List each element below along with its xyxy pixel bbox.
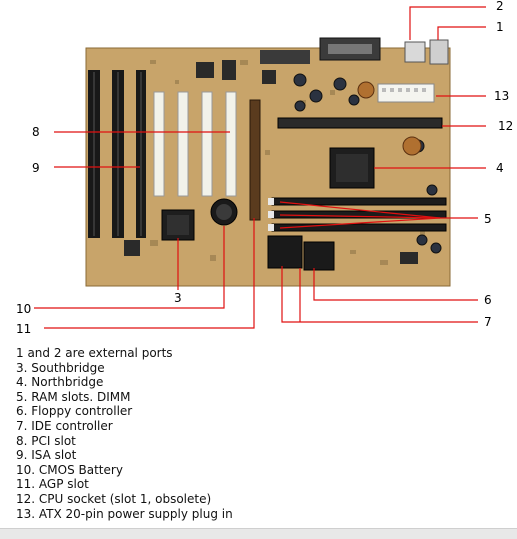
motherboard-diagram: 2 1 13 12 8 9 4 5 3 6 10 7 11 <box>0 0 517 340</box>
callout-3: 3 <box>174 291 182 305</box>
ram-dimm-slots <box>272 198 446 231</box>
callout-8: 8 <box>32 125 40 139</box>
callout-6: 6 <box>484 293 492 307</box>
callout-12: 12 <box>498 119 513 133</box>
legend-item: 1 and 2 are external ports <box>16 346 233 361</box>
legend-item: 12. CPU socket (slot 1, obsolete) <box>16 492 233 507</box>
legend-item: 11. AGP slot <box>16 477 233 492</box>
isa-slots <box>88 70 146 238</box>
callout-5: 5 <box>484 212 492 226</box>
legend-item: 13. ATX 20-pin power supply plug in <box>16 507 233 522</box>
bottom-bar <box>0 528 517 539</box>
callout-4: 4 <box>496 161 504 175</box>
legend-item: 5. RAM slots. DIMM <box>16 390 233 405</box>
callout-1: 1 <box>496 20 504 34</box>
cpu-slot <box>278 118 442 128</box>
legend-item: 4. Northbridge <box>16 375 233 390</box>
legend-item: 9. ISA slot <box>16 448 233 463</box>
legend-item: 7. IDE controller <box>16 419 233 434</box>
atx-power-connector <box>378 84 434 102</box>
legend-item: 6. Floppy controller <box>16 404 233 419</box>
legend-item: 8. PCI slot <box>16 434 233 449</box>
agp-slot <box>250 100 260 220</box>
port-2 <box>405 42 425 62</box>
callout-2: 2 <box>496 0 504 13</box>
legend-item: 10. CMOS Battery <box>16 463 233 478</box>
external-ports <box>260 38 448 64</box>
callout-9: 9 <box>32 161 40 175</box>
callout-11: 11 <box>16 322 31 336</box>
legend-item: 3. Southbridge <box>16 361 233 376</box>
callout-10: 10 <box>16 302 31 316</box>
motherboard-photo <box>86 38 450 286</box>
legend: 1 and 2 are external ports 3. Southbridg… <box>16 346 233 521</box>
callout-7: 7 <box>484 315 492 329</box>
callout-13: 13 <box>494 89 509 103</box>
port-1 <box>430 40 448 64</box>
